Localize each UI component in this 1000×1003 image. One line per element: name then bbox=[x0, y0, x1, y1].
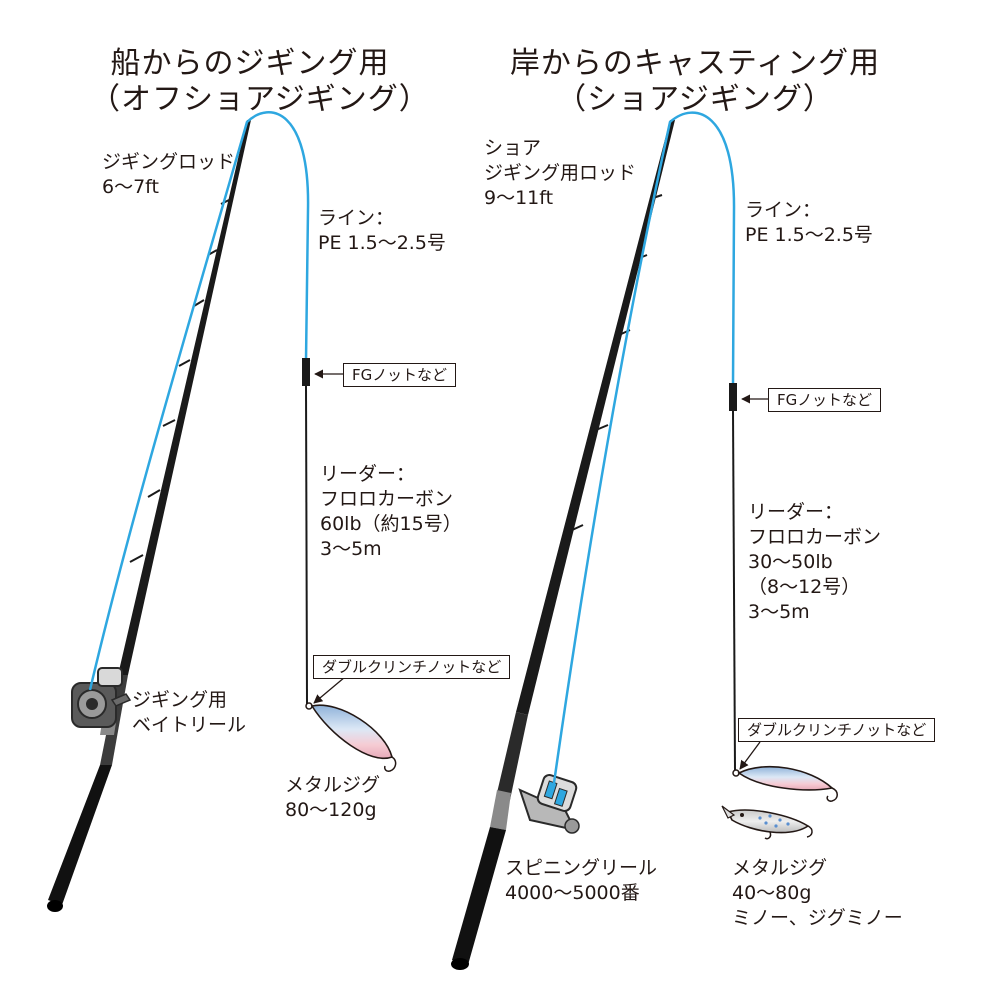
right-rod-name-1: ショア bbox=[484, 137, 542, 159]
left-title-line1: 船からのジギング用 bbox=[110, 46, 390, 81]
left-title-line2: （オフショアジギング） bbox=[90, 82, 430, 117]
left-rod-length: 6〜7ft bbox=[102, 176, 159, 198]
right-spinning-reel bbox=[518, 774, 580, 834]
left-leader-material: フロロカーボン bbox=[320, 488, 454, 510]
right-line-title: ライン： bbox=[745, 199, 822, 221]
right-rod-label: ショア ジギング用ロッド 9〜11ft bbox=[484, 136, 636, 211]
right-reel-label: スピニングリール 4000〜5000番 bbox=[505, 856, 657, 906]
left-lure-name: メタルジグ bbox=[285, 774, 381, 796]
left-leader-line bbox=[305, 385, 308, 705]
right-rod-length: 9〜11ft bbox=[484, 187, 554, 209]
right-reel-name: スピニングリール bbox=[505, 857, 658, 879]
right-leader-gauge: （8〜12号） bbox=[748, 576, 861, 598]
left-fg-knot-label: FGノットなど bbox=[343, 363, 456, 387]
left-rod-name: ジギングロッド bbox=[102, 151, 236, 173]
left-fg-knot bbox=[302, 358, 310, 386]
left-reel-type: ベイトリール bbox=[132, 714, 247, 736]
right-leader-label: リーダー： フロロカーボン 30〜50lb （8〜12号） 3〜5m bbox=[748, 500, 881, 625]
right-fg-knot-label: FGノットなど bbox=[768, 388, 881, 412]
left-bait-reel bbox=[71, 667, 132, 728]
right-lure-knot-label: ダブルクリンチノットなど bbox=[738, 718, 936, 742]
right-line-spec: PE 1.5〜2.5号 bbox=[745, 224, 873, 246]
left-leader-title: リーダー： bbox=[320, 463, 416, 485]
right-leader-strength: 30〜50lb bbox=[748, 551, 833, 573]
left-rod bbox=[47, 120, 251, 912]
left-main-line bbox=[88, 111, 310, 691]
right-line-label: ライン： PE 1.5〜2.5号 bbox=[745, 198, 873, 248]
left-rod-label: ジギングロッド 6〜7ft bbox=[102, 150, 235, 200]
left-line-title: ライン： bbox=[318, 207, 395, 229]
left-leader-label: リーダー： フロロカーボン 60lb（約15号） 3〜5m bbox=[320, 462, 462, 562]
right-leader-line bbox=[732, 410, 736, 771]
left-line-label: ライン： PE 1.5〜2.5号 bbox=[318, 206, 446, 256]
right-leader-title: リーダー： bbox=[748, 501, 844, 523]
left-lure-knot-label: ダブルクリンチノットなど bbox=[313, 655, 511, 679]
left-leader-length: 3〜5m bbox=[320, 538, 382, 560]
right-rod bbox=[451, 120, 675, 970]
left-lure-label: メタルジグ 80〜120g bbox=[285, 773, 380, 823]
right-rod-name-2: ジギング用ロッド bbox=[484, 162, 637, 184]
left-metal-jig bbox=[305, 702, 397, 772]
left-title: 船からのジギング用 （オフショアジギング） bbox=[90, 46, 430, 118]
left-lure-weight: 80〜120g bbox=[285, 799, 377, 821]
right-lure-name: メタルジグ bbox=[732, 857, 828, 879]
right-lure-label: メタルジグ 40〜80g ミノー、ジグミノー bbox=[732, 856, 903, 931]
right-lure-weight: 40〜80g bbox=[732, 882, 812, 904]
left-leader-strength: 60lb（約15号） bbox=[320, 513, 462, 535]
right-leader-length: 3〜5m bbox=[748, 601, 810, 623]
left-reel-name: ジギング用 bbox=[132, 689, 228, 711]
right-lure-types: ミノー、ジグミノー bbox=[732, 907, 903, 929]
right-metal-jig bbox=[732, 765, 838, 802]
left-line-spec: PE 1.5〜2.5号 bbox=[318, 232, 446, 254]
left-reel-label: ジギング用 ベイトリール bbox=[132, 688, 246, 738]
right-title-line1: 岸からのキャスティング用 bbox=[509, 46, 881, 81]
right-rod-set bbox=[451, 111, 838, 970]
right-leader-material: フロロカーボン bbox=[748, 526, 882, 548]
right-minnow-lure bbox=[721, 805, 813, 840]
right-fg-knot bbox=[729, 383, 737, 411]
right-main-line bbox=[551, 111, 736, 791]
right-reel-size: 4000〜5000番 bbox=[505, 882, 640, 904]
right-title: 岸からのキャスティング用 （ショアジギング） bbox=[495, 46, 895, 118]
left-rod-set bbox=[47, 111, 397, 912]
right-title-line2: （ショアジギング） bbox=[556, 82, 834, 117]
